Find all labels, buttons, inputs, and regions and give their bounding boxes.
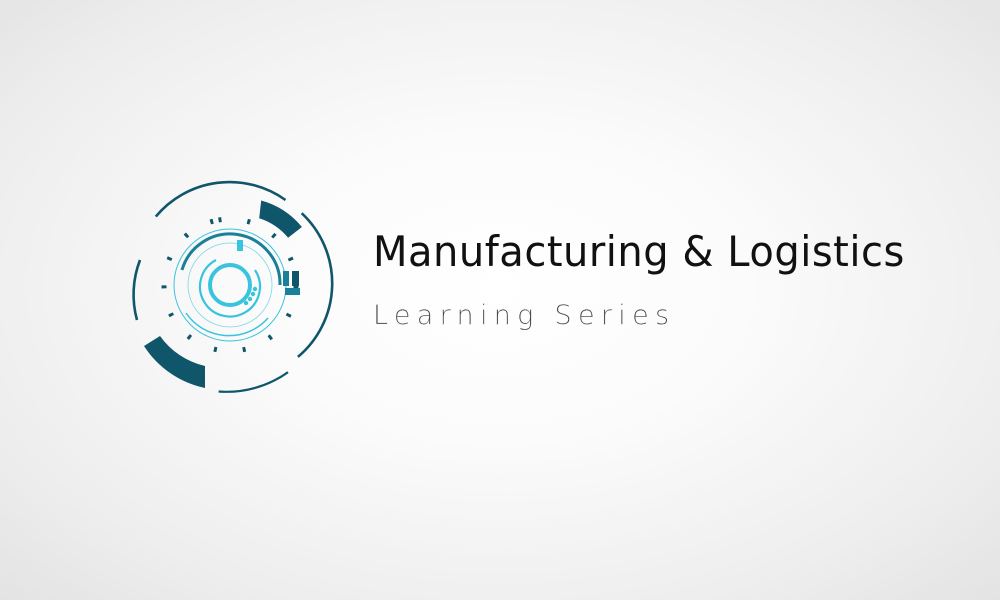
outer-arc-right	[297, 212, 334, 358]
outer-arc-top	[154, 180, 287, 218]
thick-segment-bottom-left	[144, 336, 205, 388]
circular-tech-emblem-icon	[132, 180, 334, 393]
mid-ring-arc-lower	[185, 312, 269, 337]
core-dot-1	[252, 286, 258, 292]
core-dot-2	[250, 291, 256, 297]
bracket-mark-1	[283, 271, 289, 286]
core-ring	[208, 263, 252, 307]
bracket-mark-2	[292, 271, 299, 286]
core-dot-3	[247, 296, 253, 302]
core-arc-outer	[198, 259, 262, 318]
bracket-mark-3	[285, 288, 300, 295]
core-dot-4	[243, 300, 249, 306]
left-arc	[132, 259, 142, 321]
thin-ring-outer	[173, 228, 287, 342]
thin-ring-inner	[187, 242, 273, 328]
thick-segment-top-right	[259, 200, 302, 238]
brand-subtitle: Learning Series	[373, 300, 676, 331]
core-notch	[237, 240, 243, 251]
brand-title: Manufacturing & Logistics	[373, 228, 905, 277]
mid-ring-arc	[180, 232, 282, 286]
outer-arc-bottom	[218, 371, 289, 393]
